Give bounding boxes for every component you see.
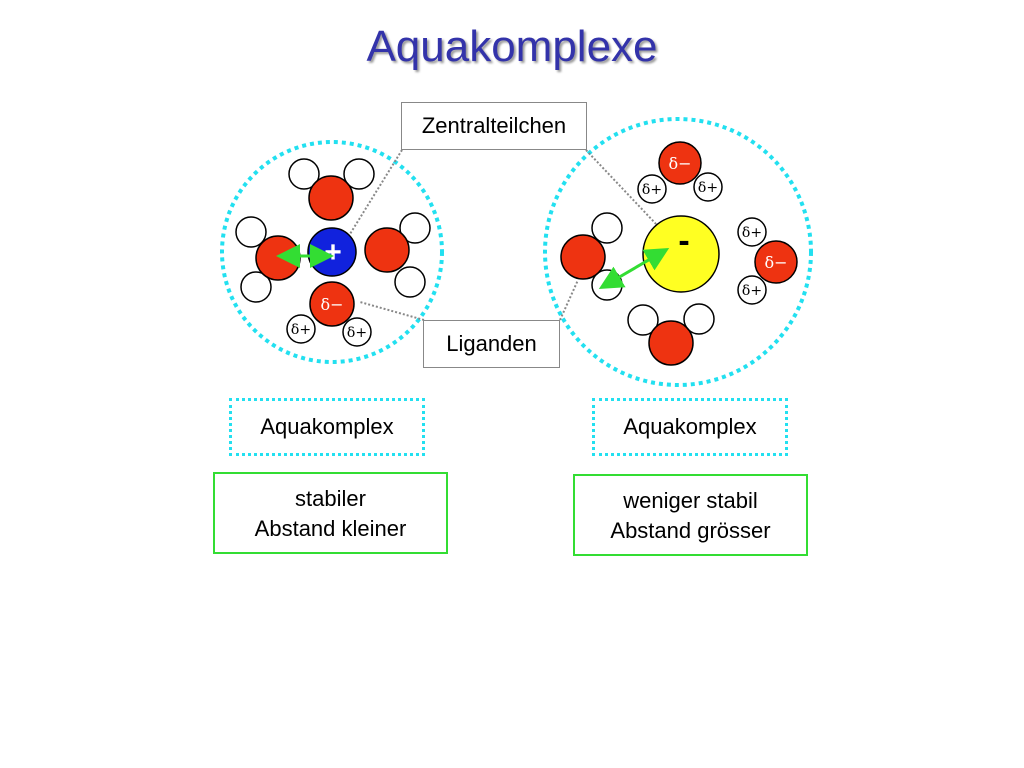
partial-negative-label: δ− [668, 154, 691, 173]
hydrogen-atom [394, 266, 426, 298]
oxygen-atom [658, 141, 702, 185]
hydrogen-atom [693, 172, 723, 202]
hydrogen-atom [286, 314, 316, 344]
partial-positive-label: δ+ [742, 283, 762, 299]
partial-negative-label: δ− [764, 253, 787, 272]
hydrogen-atom [343, 158, 375, 190]
oxygen-atom [364, 227, 410, 273]
distance-arrow [598, 247, 670, 290]
right-stability-note: weniger stabil Abstand grösser [573, 474, 808, 556]
right-complex: - δ− δ+ δ+ δ− δ+ δ+ [543, 117, 813, 387]
callout-line [559, 279, 579, 321]
left-complex-name-box: Aquakomplex [229, 398, 425, 456]
left-complex: + δ− δ+ δ+ [220, 140, 444, 364]
partial-positive-label: δ+ [742, 225, 762, 241]
center-particle-text: Zentralteilchen [421, 113, 567, 138]
left-note-line1: stabiler [295, 486, 366, 511]
left-complex-boundary [220, 140, 444, 364]
partial-positive-label: δ+ [642, 182, 662, 198]
hydrogen-atom [627, 304, 659, 336]
right-complex-name: Aquakomplex [623, 414, 757, 439]
left-stability-note: stabiler Abstand kleiner [213, 472, 448, 554]
callout-line [349, 149, 403, 235]
hydrogen-atom [288, 158, 320, 190]
oxygen-atom [560, 234, 606, 280]
hydrogen-atom [737, 275, 767, 305]
hydrogen-atom [683, 303, 715, 335]
callout-line [359, 301, 425, 321]
partial-positive-label: δ+ [347, 325, 367, 341]
hydrogen-atom [399, 212, 431, 244]
callout-line [585, 149, 657, 225]
anion-charge-label: - [678, 222, 689, 260]
ligands-label: Liganden [423, 320, 560, 368]
right-complex-boundary [543, 117, 813, 387]
page-title: Aquakomplexe [366, 22, 658, 71]
left-note-line2: Abstand kleiner [254, 516, 407, 541]
hydrogen-atom [235, 216, 267, 248]
partial-negative-label: δ− [320, 295, 343, 314]
partial-positive-label: δ+ [291, 322, 311, 338]
hydrogen-atom [240, 271, 272, 303]
right-note-line2: Abstand grösser [610, 518, 771, 543]
left-complex-name: Aquakomplex [260, 414, 394, 439]
hydrogen-atom [737, 217, 767, 247]
hydrogen-atom [342, 317, 372, 347]
oxygen-atom [255, 235, 301, 281]
oxygen-atom [754, 240, 798, 284]
oxygen-atom [308, 175, 354, 221]
cation-charge-label: + [324, 236, 342, 269]
right-complex-name-box: Aquakomplex [592, 398, 788, 456]
right-note-line1: weniger stabil [623, 488, 758, 513]
partial-positive-label: δ+ [698, 180, 718, 196]
center-particle-label: Zentralteilchen [401, 102, 587, 150]
ligands-text: Liganden [446, 331, 537, 356]
hydrogen-atom [637, 174, 667, 204]
hydrogen-atom [591, 212, 623, 244]
oxygen-atom [648, 320, 694, 366]
oxygen-atom [309, 281, 355, 327]
